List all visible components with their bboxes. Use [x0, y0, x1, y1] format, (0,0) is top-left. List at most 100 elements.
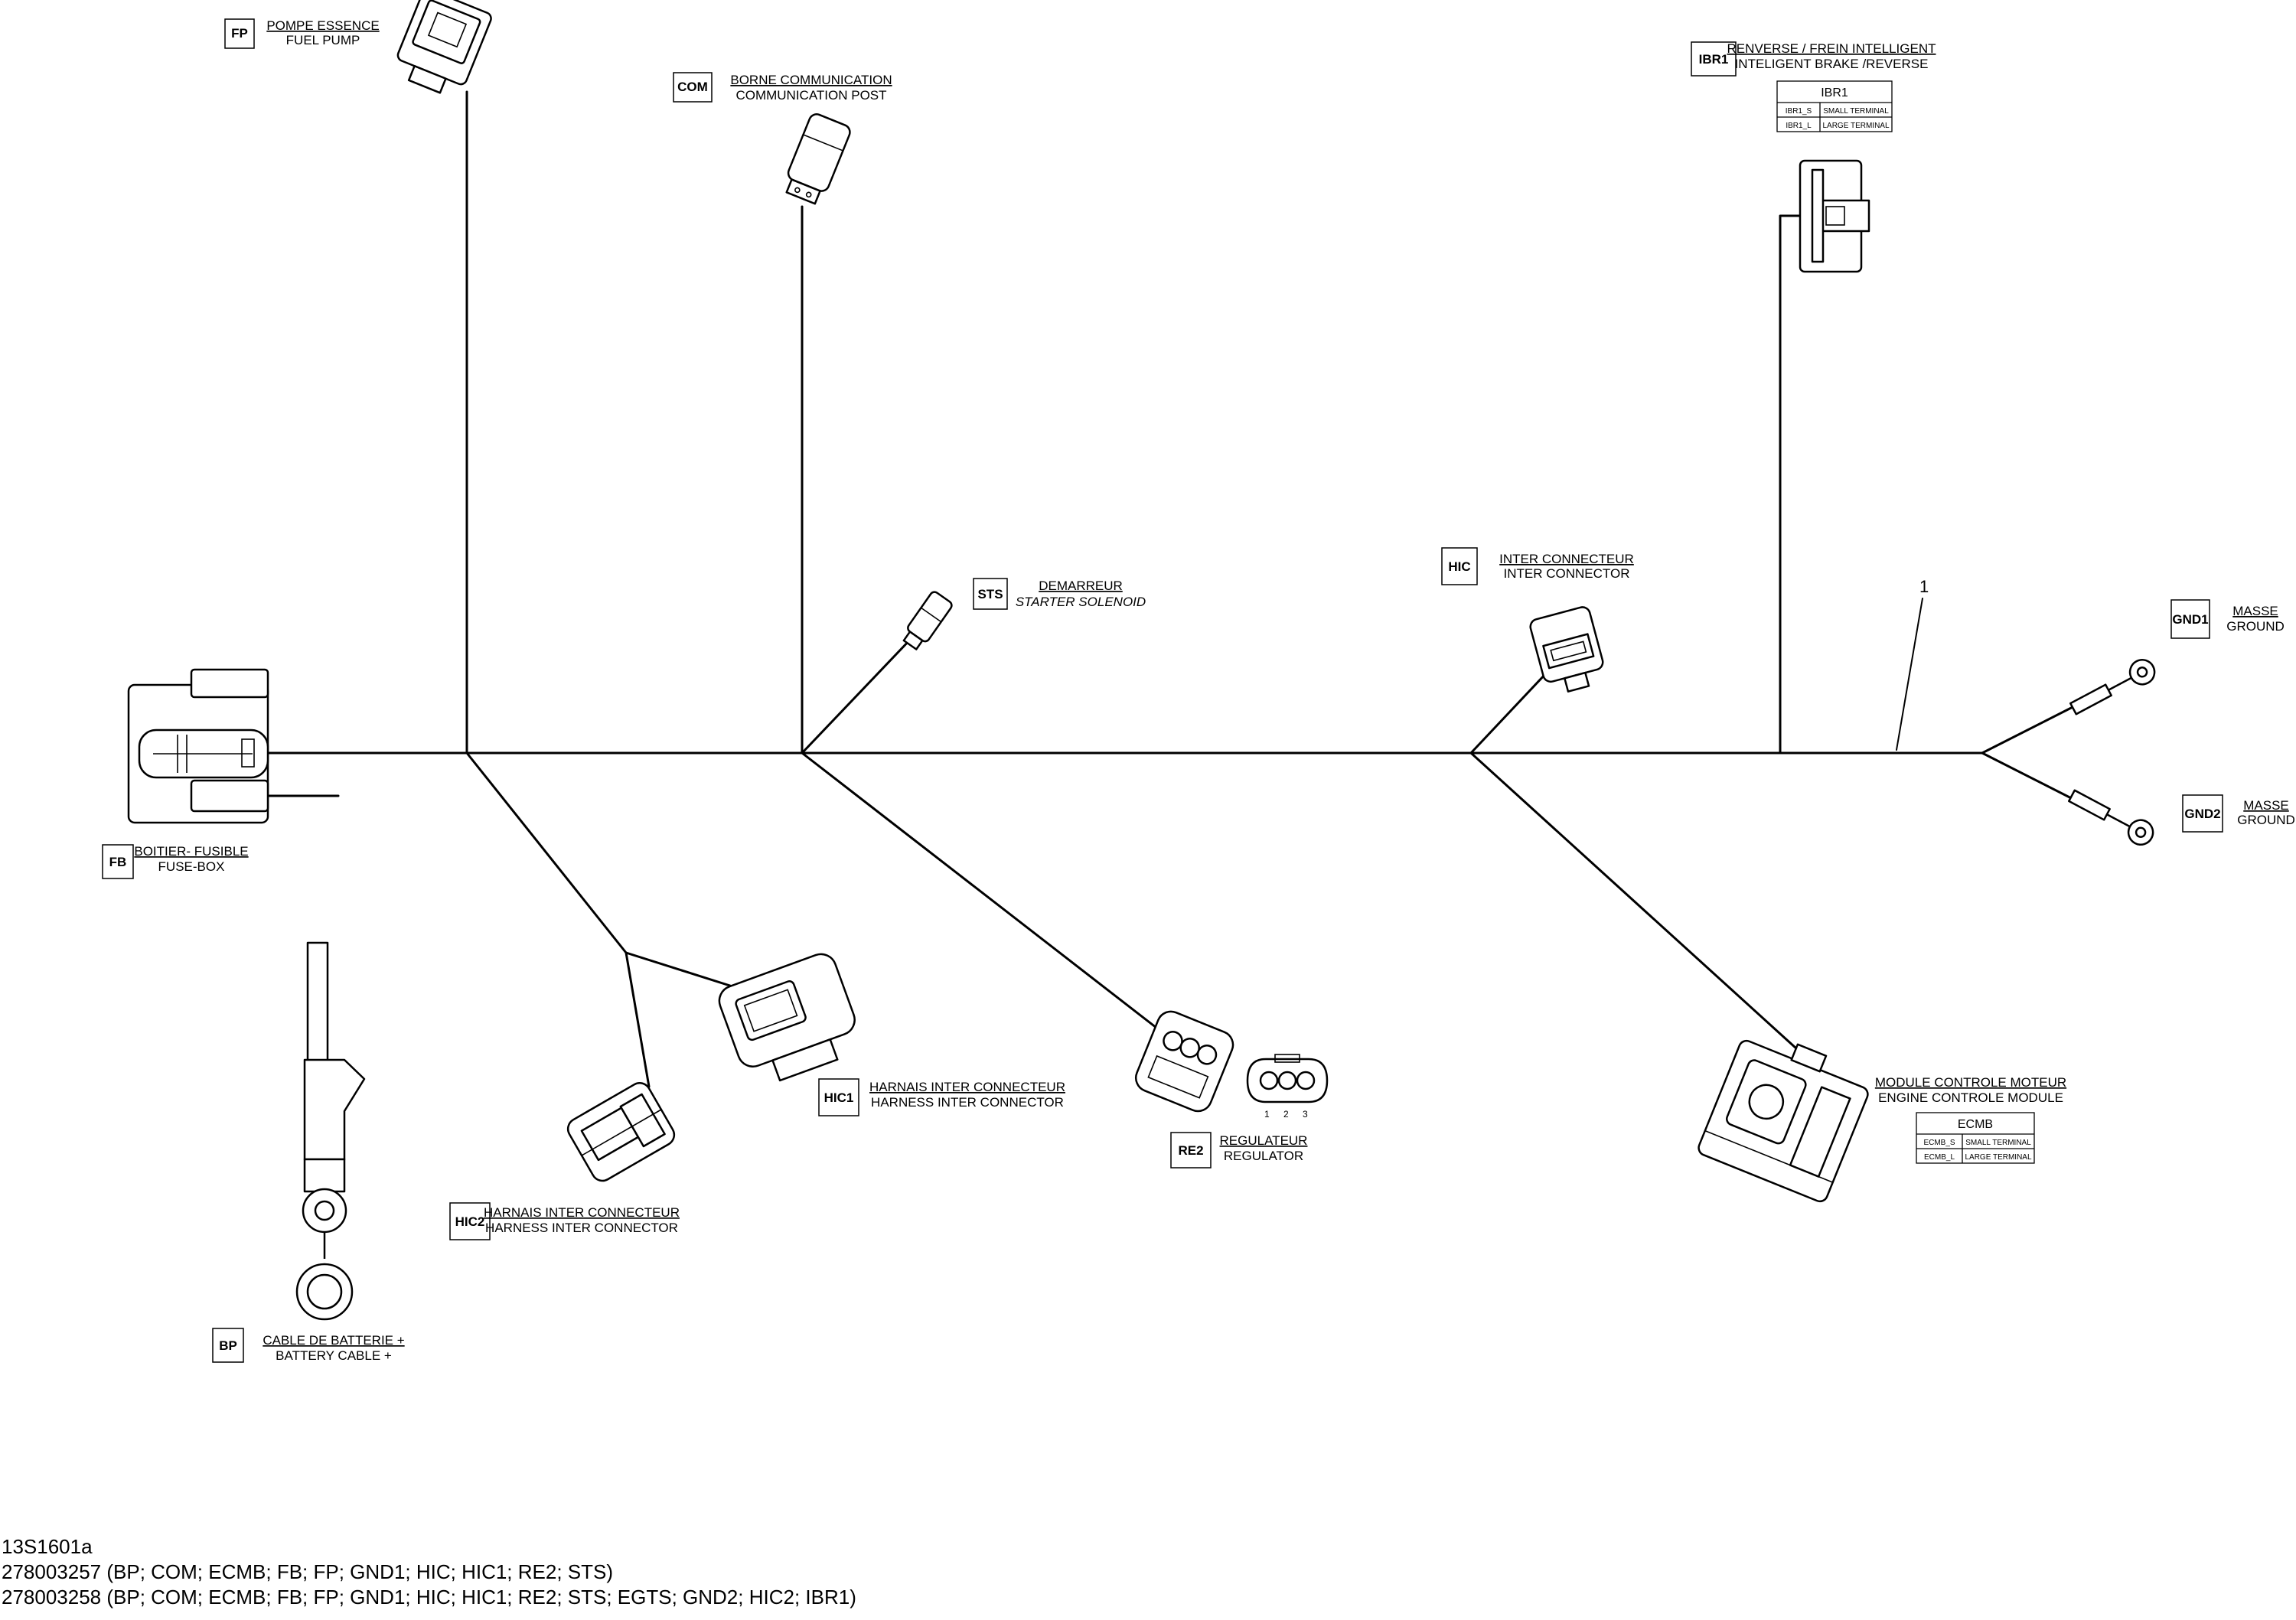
battery-cable-icon — [295, 941, 366, 1321]
fp-label-en: FUEL PUMP — [286, 33, 360, 47]
brake-reverse-label: IBR1 RENVERSE / FREIN INTELLIGENT INTELI… — [1691, 41, 1936, 132]
ecmb-table-r2c2: LARGE TERMINAL — [1965, 1153, 2031, 1162]
fuel-pump-connector-icon — [396, 0, 492, 94]
ibr1-code: IBR1 — [1699, 52, 1729, 67]
ecmb-table-r1c1: ECMB_S — [1923, 1139, 1955, 1147]
hic2-code-box — [449, 1202, 491, 1240]
com-code-box — [673, 72, 713, 103]
harness-connector-1-icon — [718, 953, 856, 1082]
regulator-pin-3: 3 — [1303, 1109, 1308, 1120]
fb-label-en: FUSE-BOX — [158, 859, 225, 874]
inter-connector-label: HIC INTER CONNECTEUR INTER CONNECTOR — [1441, 547, 1634, 585]
hic1-label-en: HARNESS INTER CONNECTOR — [871, 1095, 1064, 1110]
engine-module-label: MODULE CONTROLE MOTEUR ENGINE CONTROLE M… — [1875, 1075, 2066, 1164]
ibr1-terminal-table: IBR1 IBR1_S SMALL TERMINAL IBR1_L LARGE … — [1776, 80, 1893, 132]
ecmb-table-r1c2: SMALL TERMINAL — [1965, 1139, 2031, 1147]
ecmb-label-en: ENGINE CONTROLE MODULE — [1878, 1090, 2063, 1105]
starter-solenoid-connector-icon — [902, 591, 953, 650]
regulator-pin-1: 1 — [1264, 1109, 1270, 1120]
ground-1-label: GND1 MASSE GROUND — [2170, 599, 2285, 639]
battery-cable-label: BP CABLE DE BATTERIE + BATTERY CABLE + — [212, 1328, 405, 1363]
fuse-box-label: FB BOITIER- FUSIBLE FUSE-BOX — [102, 844, 249, 879]
hic1-label-fr: HARNAIS INTER CONNECTEUR — [869, 1080, 1065, 1094]
hic1-code: HIC1 — [824, 1090, 854, 1105]
fp-label-fr: POMPE ESSENCE — [266, 18, 379, 33]
ecmb-table-title: ECMB — [1958, 1118, 1993, 1131]
com-code: COM — [677, 80, 708, 94]
hic2-label-en: HARNESS INTER CONNECTOR — [485, 1221, 678, 1235]
re2-label-fr: REGULATEUR — [1220, 1133, 1308, 1148]
regulator-connector-icon — [1134, 1010, 1234, 1113]
gnd1-label-fr: MASSE — [2232, 604, 2278, 618]
fb-code: FB — [109, 855, 127, 869]
bp-label-en: BATTERY CABLE + — [276, 1348, 392, 1363]
fb-label-fr: BOITIER- FUSIBLE — [134, 844, 248, 859]
sts-label-en: STARTER SOLENOID — [1016, 595, 1146, 609]
ground-2-terminal-icon — [2068, 789, 2154, 846]
inter-connector-wire — [1469, 672, 1548, 755]
part-number-line-2: 278003258 (BP; COM; ECMB; FB; FP; GND1; … — [2, 1586, 856, 1609]
communication-post-label: COM BORNE COMMUNICATION COMMUNICATION PO… — [673, 72, 892, 103]
callout-number: 1 — [1919, 577, 1929, 596]
re2-label-en: REGULATOR — [1224, 1149, 1303, 1163]
gnd1-code-box — [2170, 599, 2210, 639]
re2-code-box — [1170, 1132, 1212, 1169]
hic-code: HIC — [1448, 559, 1470, 574]
harness-connector-2-label: HIC2 HARNAIS INTER CONNECTEUR HARNESS IN… — [449, 1202, 680, 1240]
hic-code-box — [1441, 547, 1478, 585]
fp-code-box — [224, 18, 255, 49]
gnd1-label-en: GROUND — [2226, 619, 2285, 634]
fp-code: FP — [231, 26, 248, 41]
fuel-pump-label: FP POMPE ESSENCE FUEL PUMP — [224, 18, 380, 49]
ground-1-terminal-icon — [2069, 659, 2156, 715]
re2-code: RE2 — [1178, 1143, 1203, 1158]
ibr1-table-r2c2: LARGE TERMINAL — [1822, 122, 1889, 130]
bp-code-box — [212, 1328, 244, 1363]
com-label-fr: BORNE COMMUNICATION — [730, 73, 892, 87]
ecmb-table-r2c1: ECMB_L — [1924, 1153, 1955, 1162]
callout-leader — [1896, 598, 1923, 751]
drawing-reference: 13S1601a — [2, 1535, 93, 1558]
sts-code: STS — [977, 587, 1003, 601]
gnd2-code: GND2 — [2184, 807, 2220, 821]
regulator-pin-2: 2 — [1283, 1109, 1289, 1120]
hic2-label-fr: HARNAIS INTER CONNECTEUR — [484, 1205, 680, 1220]
gnd2-label-en: GROUND — [2237, 813, 2295, 827]
brake-reverse-connector-icon — [1799, 159, 1870, 273]
inter-connector-icon — [1529, 606, 1604, 693]
part-numbers-footer: 13S1601a 278003257 (BP; COM; ECMB; FB; F… — [2, 1534, 856, 1610]
communication-post-connector-icon — [785, 113, 851, 205]
ibr1-code-box — [1691, 41, 1737, 77]
gnd2-label-fr: MASSE — [2243, 798, 2289, 813]
ibr1-table-r1c2: SMALL TERMINAL — [1823, 107, 1889, 116]
fuse-box-icon — [127, 668, 269, 824]
ibr1-table-title: IBR1 — [1821, 86, 1848, 99]
engine-control-module-icon — [1698, 1039, 1869, 1203]
ibr1-label-en: INTELIGENT BRAKE /REVERSE — [1735, 57, 1929, 71]
ibr1-table-r1c1: IBR1_S — [1786, 107, 1812, 116]
regulator-pinout-icon: 1 2 3 — [1246, 1054, 1329, 1120]
bp-label-fr: CABLE DE BATTERIE + — [263, 1333, 404, 1348]
regulator-label: RE2 REGULATEUR REGULATOR — [1170, 1132, 1308, 1169]
part-number-line-1: 278003257 (BP; COM; ECMB; FB; FP; GND1; … — [2, 1560, 614, 1583]
com-label-en: COMMUNICATION POST — [735, 88, 886, 103]
engine-module-wire — [1469, 751, 1806, 1058]
starter-solenoid-label: STS DEMARREUR STARTER SOLENOID — [973, 578, 1146, 610]
hic-label-en: INTER CONNECTOR — [1504, 566, 1630, 581]
ibr1-label-fr: RENVERSE / FREIN INTELLIGENT — [1727, 41, 1936, 56]
gnd1-code: GND1 — [2172, 612, 2208, 627]
harness-connector-2-wire — [625, 951, 651, 1088]
starter-solenoid-wire — [801, 637, 912, 755]
ecmb-label-fr: MODULE CONTROLE MOTEUR — [1875, 1075, 2066, 1090]
sts-code-box — [973, 578, 1008, 610]
harness-connector-wire — [465, 751, 736, 989]
harness-wires: 1 — [266, 90, 2083, 1088]
sts-label-fr: DEMARREUR — [1039, 579, 1123, 593]
ground-2-label: GND2 MASSE GROUND — [2182, 794, 2295, 833]
ground-2-wire — [1981, 751, 2083, 805]
hic2-code: HIC2 — [455, 1214, 485, 1229]
ecmb-terminal-table: ECMB ECMB_S SMALL TERMINAL ECMB_L LARGE … — [1916, 1112, 2035, 1164]
harness-connector-1-label: HIC1 HARNAIS INTER CONNECTEUR HARNESS IN… — [818, 1078, 1065, 1116]
hic-label-fr: INTER CONNECTEUR — [1499, 552, 1634, 566]
